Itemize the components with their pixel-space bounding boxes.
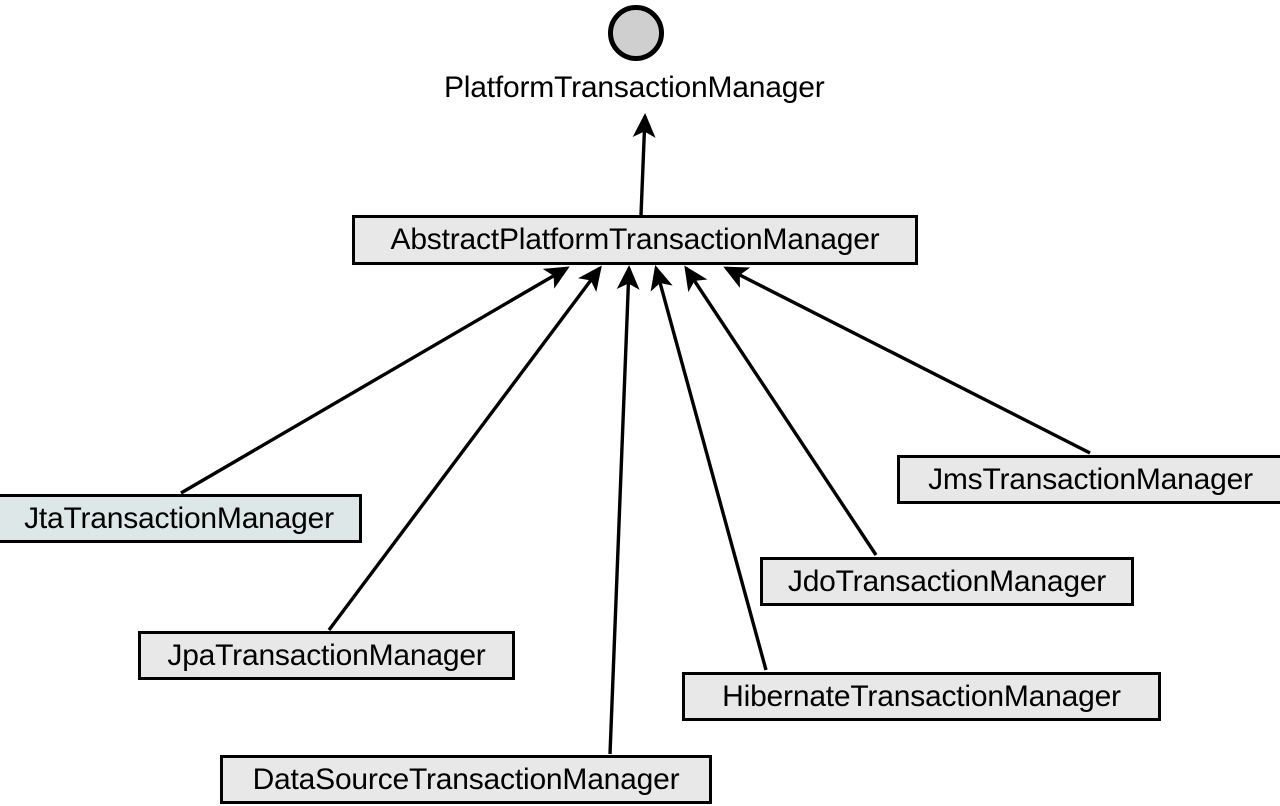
class-node-label: JpaTransactionManager xyxy=(167,638,486,672)
class-node-label: HibernateTransactionManager xyxy=(722,679,1121,713)
class-node-jms-transaction-manager[interactable]: JmsTransactionManager xyxy=(897,455,1280,504)
class-node-label: JtaTransactionManager xyxy=(24,501,334,535)
edge-jpa-to-abstract xyxy=(327,265,602,632)
edge-jta-to-abstract xyxy=(180,266,570,495)
edge-datasource-to-abstract xyxy=(608,264,640,755)
edge-jdo-to-abstract xyxy=(684,265,878,556)
class-node-label: DataSourceTransactionManager xyxy=(252,762,680,796)
interface-label-platform-transaction-manager: PlatformTransactionManager xyxy=(444,71,825,104)
class-node-jta-transaction-manager[interactable]: JtaTransactionManager xyxy=(0,494,362,543)
class-node-label: JmsTransactionManager xyxy=(928,462,1253,496)
class-node-jpa-transaction-manager[interactable]: JpaTransactionManager xyxy=(138,631,515,680)
edge-jms-to-abstract xyxy=(723,266,1091,455)
class-node-label: AbstractPlatformTransactionManager xyxy=(390,223,880,256)
class-node-hibernate-transaction-manager[interactable]: HibernateTransactionManager xyxy=(682,672,1161,721)
class-node-abstract-platform-transaction-manager[interactable]: AbstractPlatformTransactionManager xyxy=(352,215,918,265)
edge-hibernate-to-abstract xyxy=(650,265,768,671)
interface-circle-icon xyxy=(608,5,664,61)
class-node-label: JdoTransactionManager xyxy=(787,564,1107,598)
edge-abstract-to-interface xyxy=(632,112,656,216)
class-node-jdo-transaction-manager[interactable]: JdoTransactionManager xyxy=(760,557,1134,606)
class-node-datasource-transaction-manager[interactable]: DataSourceTransactionManager xyxy=(220,755,712,804)
